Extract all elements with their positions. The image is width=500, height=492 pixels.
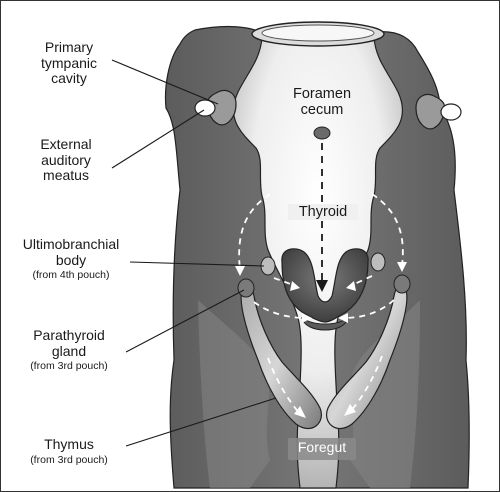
leader-external-meatus bbox=[111, 109, 205, 169]
arrow-right-pt bbox=[343, 299, 395, 319]
migration-arrowheads bbox=[235, 262, 407, 418]
arrowhead-left-thymus bbox=[294, 406, 306, 418]
label-thymus-note: (from 3rd pouch) bbox=[30, 453, 108, 466]
label-external-line2: auditory bbox=[41, 151, 91, 168]
label-primary-tympanic-cavity: Primary tympanic cavity bbox=[14, 39, 124, 87]
label-primary-tympanic-line1: Primary bbox=[44, 39, 94, 55]
foramen-cecum-pit bbox=[313, 126, 331, 140]
label-parathyroid-gland: Parathyroid gland (from 3rd pouch) bbox=[12, 327, 126, 373]
arrowhead-left-ub bbox=[290, 281, 300, 291]
label-external-line1: External bbox=[40, 136, 92, 152]
leader-ultimobranchial bbox=[129, 261, 265, 267]
label-thymus-main: Thymus bbox=[44, 436, 94, 452]
label-ultimobranchial-note: (from 4th pouch) bbox=[32, 269, 110, 282]
label-primary-tympanic-line2: tympanic bbox=[40, 54, 98, 71]
arrow-left-thymus bbox=[267, 357, 301, 415]
thyroid-descent-arrowhead bbox=[316, 280, 328, 292]
left-thymus bbox=[240, 283, 322, 430]
label-thymus: Thymus (from 3rd pouch) bbox=[12, 436, 126, 466]
thyroid-isthmus bbox=[301, 316, 349, 331]
right-parathyroid bbox=[393, 274, 411, 294]
label-parathyroid-note: (from 3rd pouch) bbox=[30, 360, 108, 373]
label-ultimobranchial-line1: Ultimobranchial bbox=[22, 236, 120, 252]
thyroid-gland bbox=[281, 248, 369, 323]
right-auditory-meatus bbox=[440, 103, 462, 121]
arrow-left-ub bbox=[273, 277, 297, 287]
leader-lines bbox=[111, 59, 277, 447]
arrow-right-thymus bbox=[349, 355, 383, 413]
label-foramen-line2: cecum bbox=[300, 102, 344, 119]
label-ultimobranchial-body: Ultimobranchial body (from 4th pouch) bbox=[8, 236, 134, 282]
pharynx-opening-inner bbox=[261, 24, 375, 42]
foregut-label-box bbox=[288, 438, 356, 460]
arrowhead-left-pt bbox=[302, 313, 312, 323]
label-ultimobranchial-line2: body bbox=[55, 251, 87, 268]
arrowhead-right-pt bbox=[338, 313, 348, 323]
right-tympanic-cavity bbox=[415, 93, 446, 130]
label-foramen-line1: Foramen bbox=[292, 86, 352, 102]
leader-primary-tympanic bbox=[111, 59, 219, 105]
arrowhead-right-upper bbox=[397, 262, 407, 272]
lower-tissue-right bbox=[350, 300, 420, 488]
arrowhead-right-thymus bbox=[344, 404, 356, 416]
leader-parathyroid bbox=[125, 289, 245, 353]
arrowhead-right-ub bbox=[346, 281, 356, 291]
arrow-right-ub bbox=[349, 275, 373, 287]
arrowhead-left-upper bbox=[235, 266, 245, 276]
arrow-left-pt bbox=[253, 301, 307, 319]
label-primary-tympanic-line3: cavity bbox=[51, 70, 87, 87]
migration-arrows bbox=[238, 193, 404, 415]
label-foramen-cecum: Foramen cecum bbox=[282, 86, 362, 118]
pharyngeal-lumen bbox=[232, 37, 404, 489]
right-ultimobranchial-body bbox=[370, 252, 386, 272]
lower-tissue bbox=[198, 300, 270, 488]
label-parathyroid-line1: Parathyroid bbox=[33, 327, 105, 343]
label-external-line3: meatus bbox=[43, 167, 89, 184]
leader-thymus bbox=[125, 397, 277, 447]
right-thymus bbox=[326, 283, 408, 430]
label-parathyroid-line2: gland bbox=[51, 342, 87, 359]
label-external-auditory-meatus: External auditory meatus bbox=[16, 136, 116, 184]
left-parathyroid bbox=[237, 278, 255, 298]
left-tympanic-cavity bbox=[206, 89, 237, 126]
label-thyroid: Thyroid bbox=[288, 204, 358, 221]
label-foregut: Foregut bbox=[297, 439, 347, 455]
